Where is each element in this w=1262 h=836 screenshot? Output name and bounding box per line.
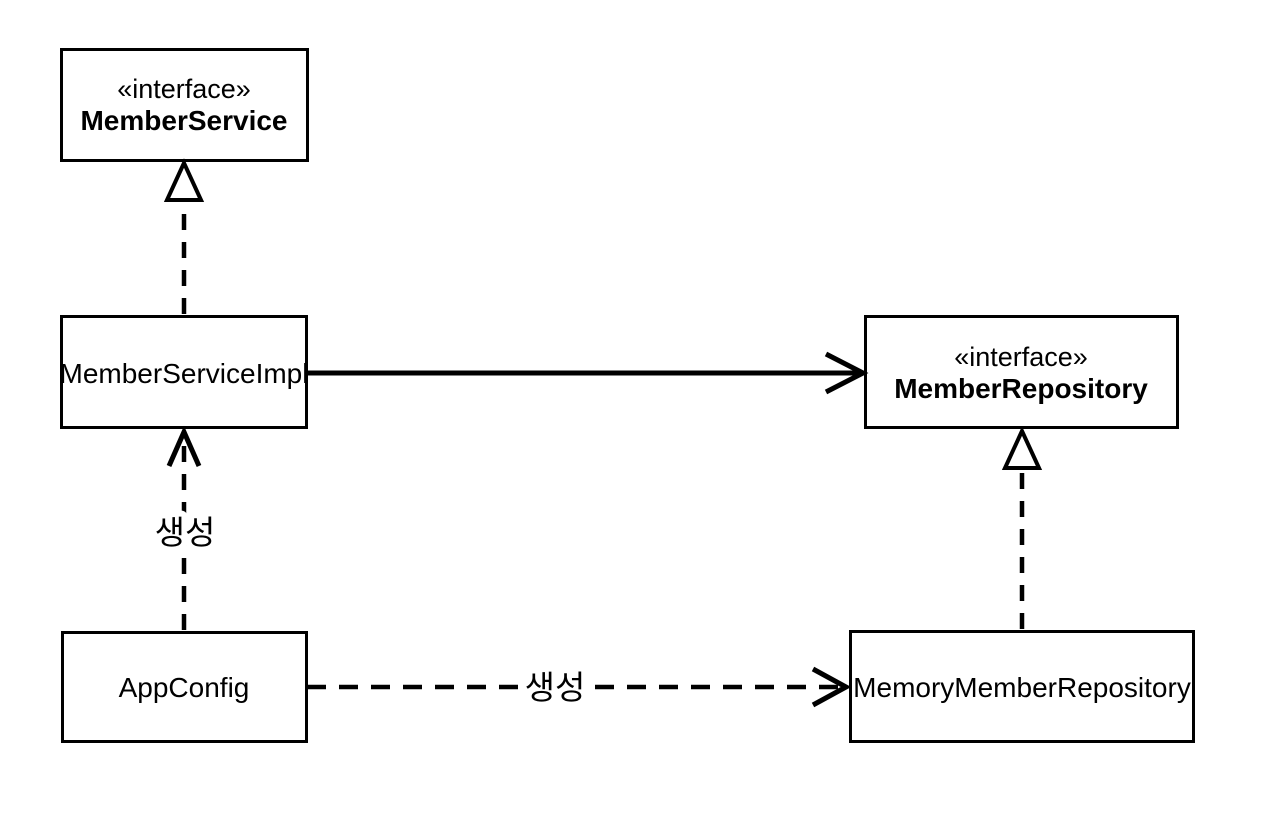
stereotype-label: «interface» xyxy=(117,74,251,104)
edge-config-creates-impl: 생성 xyxy=(149,425,221,630)
edge-impl-uses-repository xyxy=(307,351,869,395)
edge-label-create: 생성 xyxy=(155,514,216,551)
node-member-service: «interface» MemberService xyxy=(60,48,309,162)
class-name-member-service: MemberService xyxy=(80,105,287,136)
node-member-repository: «interface» MemberRepository xyxy=(864,315,1179,429)
class-box-member-service-impl xyxy=(60,315,308,429)
open-arrowhead-icon xyxy=(166,425,202,468)
hollow-triangle-arrowhead-icon xyxy=(163,158,205,202)
edge-impl-realizes-service xyxy=(163,158,205,314)
class-box-member-service xyxy=(60,48,309,162)
stereotype-label: «interface» xyxy=(954,342,1088,372)
class-box-member-repository xyxy=(864,315,1179,429)
class-name-member-service-impl: MemberServiceImpl xyxy=(60,358,309,389)
node-app-config: AppConfig xyxy=(61,631,308,743)
class-name-memory-member-repository: MemoryMemberRepository xyxy=(853,672,1191,703)
class-box-memory-member-repository xyxy=(849,630,1195,743)
open-arrowhead-icon xyxy=(824,351,869,395)
class-name-member-repository: MemberRepository xyxy=(894,373,1148,404)
open-arrowhead-icon xyxy=(811,666,852,708)
edge-label-create: 생성 xyxy=(525,669,586,706)
class-box-app-config xyxy=(61,631,308,743)
edge-config-creates-memory: 생성 xyxy=(307,663,852,712)
hollow-triangle-arrowhead-icon xyxy=(1001,426,1043,470)
node-memory-member-repository: MemoryMemberRepository xyxy=(849,630,1195,743)
class-name-app-config: AppConfig xyxy=(119,672,250,703)
node-member-service-impl: MemberServiceImpl xyxy=(60,315,309,429)
edge-memory-realizes-repository xyxy=(1001,426,1043,629)
